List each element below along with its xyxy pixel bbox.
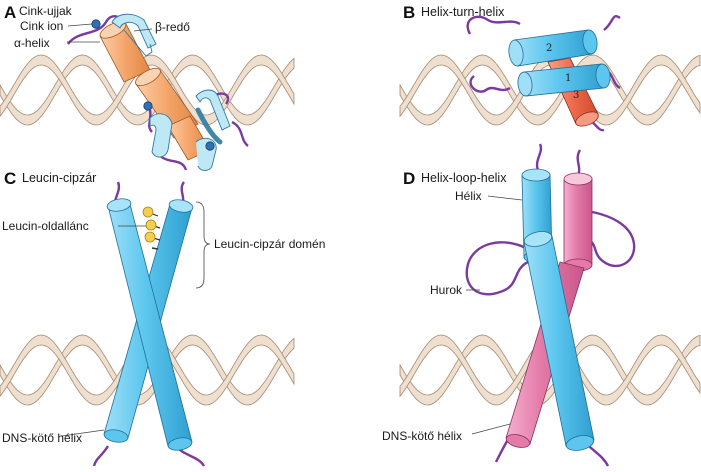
helix-1-cylinder [517,63,611,97]
leader-line [67,23,93,27]
protein-loop [465,241,529,296]
protein-loop [587,210,636,268]
helix-cylinder-blue-dna-binding [523,231,595,451]
dna-strand [399,54,701,126]
zinc-ion [91,19,101,29]
protein-loop [535,143,543,171]
panel-c-leucine-zipper: C Leucin-cipzár Leucin-oldallánc Leucin-… [2,169,325,467]
zinc-ion-label: Cink ion [20,19,63,33]
zinc-ion [205,141,215,151]
leucine-side-chains [142,206,161,250]
beta-strand-ribbon [111,13,157,57]
zinc-fingers-label: Cink-ujjak [19,4,73,18]
dna-strand [399,54,701,126]
protein-loop [469,75,511,93]
helix-number: 2 [546,43,552,54]
protein-loop [148,109,153,133]
beta-strand-ribbon [195,89,231,145]
dna-double-helix [399,334,701,406]
alpha-helix-label: α-helix [14,36,50,50]
leucine-side-chain-label: Leucin-oldallánc [2,219,89,233]
dna-binding-helix-label: DNS-kötő hélix [2,431,82,445]
dna-strand [0,334,295,406]
loop-label: Hurok [430,283,463,297]
dna-strand [399,334,701,406]
beta-strand-label: β-redő [155,20,190,34]
panel-d-helix-loop-helix: D Helix-loop-helix Hélix Hurok DNS-kötő … [382,143,636,467]
panel-a-zinc-finger: A Cink-ujjak Cink ion β-redő α-helix [4,3,249,171]
helix-label: Hélix [455,189,482,203]
dna-double-helix [399,54,701,126]
helix-cylinder-left [106,198,193,451]
panel-title: Leucin-cipzár [22,171,96,185]
leucine-residue [145,219,157,231]
dna-binding-helix-label: DNS-kötő hélix [382,429,462,443]
leucine-zipper-domain-label: Leucin-cipzár domén [214,237,325,251]
helix-number: 3 [573,90,579,101]
dna-double-helix [0,334,295,406]
panel-letter: C [4,169,16,188]
dna-strand [0,54,295,126]
domain-bracket [195,201,211,289]
panel-title: Helix-loop-helix [421,171,507,185]
helix-2-cylinder [508,29,598,67]
leader-line [471,423,511,435]
protein-loop [466,15,521,35]
panel-letter: B [403,3,415,22]
panel-letter: D [403,169,415,188]
zinc-ion [143,101,153,111]
protein-loop [231,120,249,147]
protein-loop [603,15,621,31]
dna-strand [0,334,295,406]
panel-title: Helix-turn-helix [421,5,505,19]
leader-line [487,195,523,201]
leucine-residue [142,206,154,218]
leader-line [133,28,153,32]
helix-number: 1 [565,73,571,84]
protein-loop [92,445,110,467]
helix-cylinder-pink-upper [563,172,593,272]
leucine-residue [144,231,156,243]
dna-strand [399,334,701,406]
protein-loop [576,149,582,177]
panel-letter: A [4,3,16,22]
leader-line [61,429,105,437]
panel-b-helix-turn-helix: 2 1 3 B Helix-turn-helix [403,3,621,132]
protein-loop [159,155,188,171]
